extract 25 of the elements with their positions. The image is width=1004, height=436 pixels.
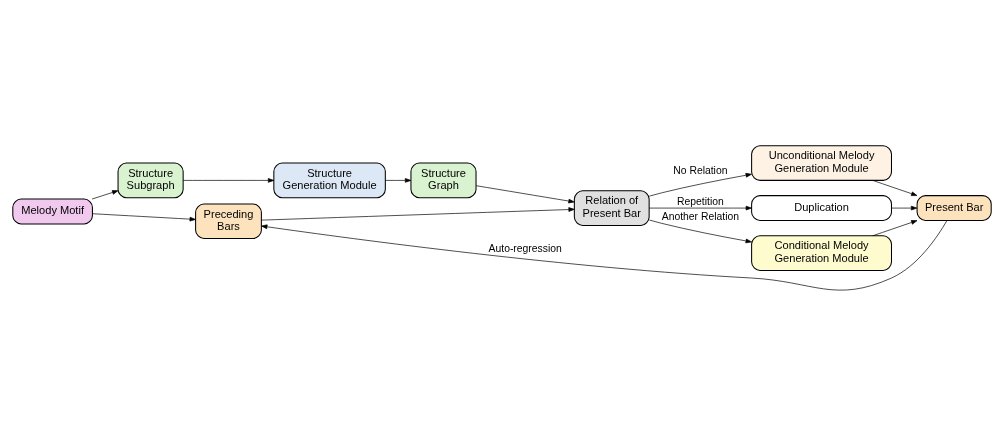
edge-label: Another Relation — [661, 210, 740, 222]
edge-label: Repetition — [677, 195, 724, 207]
arrow — [649, 219, 752, 244]
arrow — [91, 190, 119, 200]
node-box: Structure Subgraph — [117, 162, 184, 199]
node-box: Duplication — [751, 195, 892, 222]
arrow — [891, 205, 918, 211]
node-box: Structure Generation Module — [273, 162, 386, 199]
arrow — [649, 172, 752, 197]
node-box: Preceding Bars — [195, 203, 262, 240]
arrow — [475, 185, 575, 204]
arrow — [648, 205, 752, 211]
arrow — [182, 178, 275, 183]
edge-label: Auto-regression — [488, 242, 562, 254]
edge-label: No Relation — [673, 165, 728, 177]
node-box: Relation of Present Bar — [573, 190, 650, 226]
node-box: Unconditional Melody Generation Module — [751, 145, 892, 181]
node-box: Conditional Melody Generation Module — [751, 235, 892, 271]
arrow — [261, 207, 575, 221]
arrow — [261, 220, 948, 291]
node-box: Structure Graph — [410, 162, 477, 199]
arrow — [92, 213, 196, 222]
arrow — [385, 178, 412, 183]
node-box: Melody Motif — [12, 198, 93, 225]
node-box: Present Bar — [916, 195, 992, 222]
